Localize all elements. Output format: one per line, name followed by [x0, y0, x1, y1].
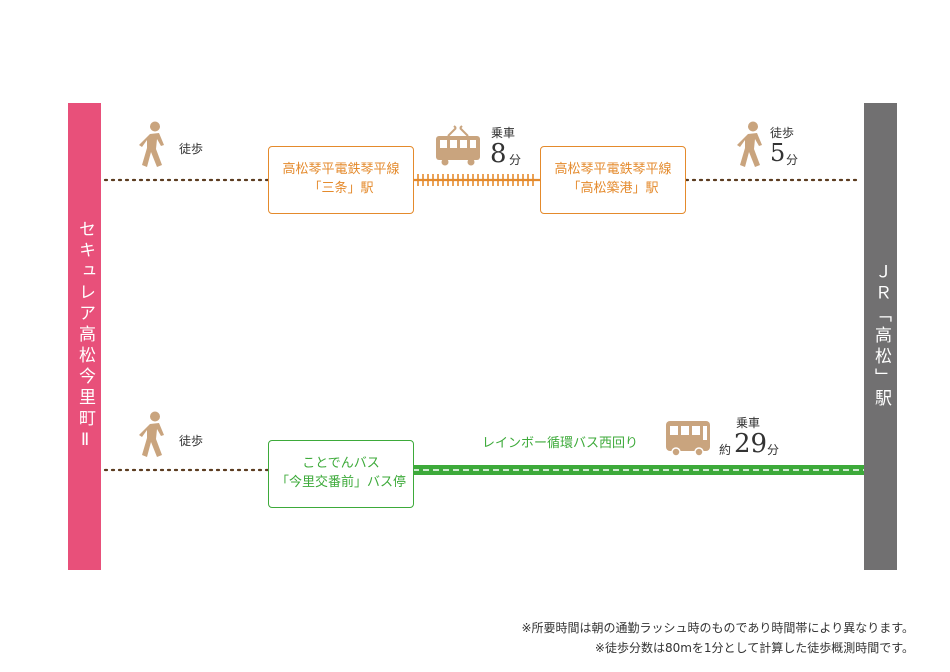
- route1-ride-minutes: 8: [490, 139, 507, 169]
- walker-icon: [139, 411, 164, 457]
- route2-ride-prefix: 約: [719, 443, 732, 457]
- route1-ride-unit: 分: [509, 153, 522, 167]
- walker-icon: [139, 121, 164, 167]
- station-sanjo-line: 高松琴平電鉄琴平線: [282, 162, 400, 178]
- route1-walk-start-label: 徒歩: [179, 142, 204, 156]
- station-chikko-name: 「高松築港」駅: [567, 181, 659, 196]
- route2-ride-minutes: 29: [734, 429, 768, 459]
- station-takamatsu-chikko: 高松琴平電鉄琴平線 「高松築港」駅: [540, 146, 686, 214]
- destination-label: ＪＲ「高松」駅: [871, 263, 891, 410]
- bus-stop-company: ことでんバス: [302, 456, 380, 472]
- route2-walk-start-label: 徒歩: [179, 434, 204, 448]
- route1-walk-end-unit: 分: [786, 153, 799, 167]
- route1-walk-end-label: 徒歩: [770, 126, 795, 140]
- route2-bus-line: [413, 465, 864, 475]
- bus-stop-imazato: ことでんバス 「今里交番前」バス停: [268, 440, 414, 508]
- route1-train-track: [413, 174, 540, 186]
- note-2: ※徒歩分数は80mを1分として計算した徒歩概測時間です。: [594, 641, 914, 655]
- bus-icon: [666, 421, 710, 457]
- walker-icon: [737, 121, 762, 167]
- bus-line-label: レインボー循環バス西回り: [482, 436, 639, 451]
- route2-ride-unit: 分: [767, 443, 780, 457]
- station-sanjo-name: 「三条」駅: [308, 181, 374, 196]
- origin-label: セキュレア高松今里町Ⅱ: [75, 219, 95, 454]
- route2-ride-label: 乗車: [736, 416, 761, 430]
- bus-stop-name: 「今里交番前」バス停: [275, 475, 406, 490]
- route1-walk-end-minutes: 5: [770, 139, 786, 167]
- station-chikko-line: 高松琴平電鉄琴平線: [554, 162, 672, 178]
- note-1: ※所要時間は朝の通勤ラッシュ時のものであり時間帯により異なります。: [521, 621, 915, 635]
- origin-bar: セキュレア高松今里町Ⅱ: [68, 103, 101, 570]
- station-sanjo: 高松琴平電鉄琴平線 「三条」駅: [268, 146, 414, 214]
- train-icon: [436, 125, 480, 166]
- route1-ride-label: 乗車: [491, 126, 516, 140]
- destination-bar: ＪＲ「高松」駅: [864, 103, 897, 570]
